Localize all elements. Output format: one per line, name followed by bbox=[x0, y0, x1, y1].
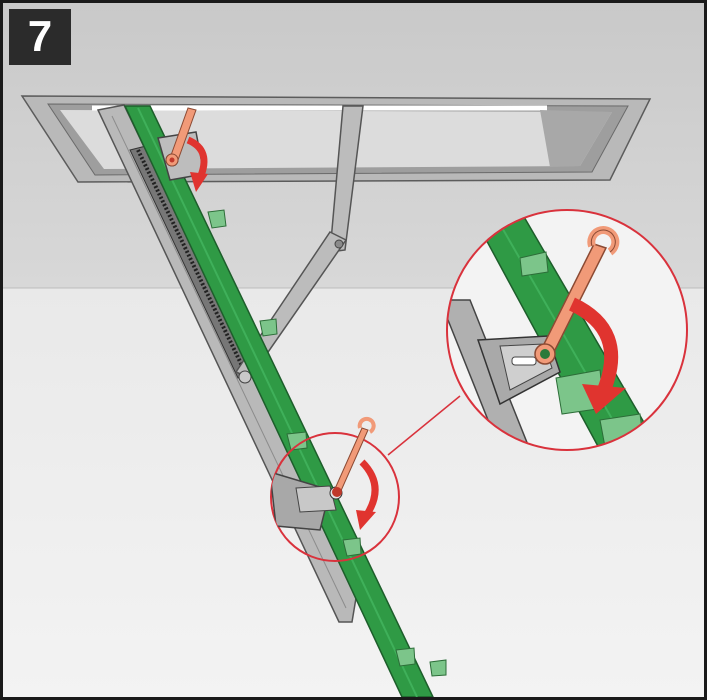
clockwise-arrow-icon bbox=[186, 136, 208, 192]
zoom-callout-large bbox=[446, 209, 688, 451]
zoom-callout-small bbox=[270, 416, 400, 562]
step-number-badge: 7 bbox=[9, 9, 71, 65]
wrench-icon-large bbox=[534, 226, 620, 365]
callout-connector bbox=[387, 395, 461, 456]
wrench-icon bbox=[165, 107, 197, 167]
clockwise-arrow-icon-large bbox=[568, 297, 626, 414]
ladder-step-brackets bbox=[207, 209, 447, 677]
